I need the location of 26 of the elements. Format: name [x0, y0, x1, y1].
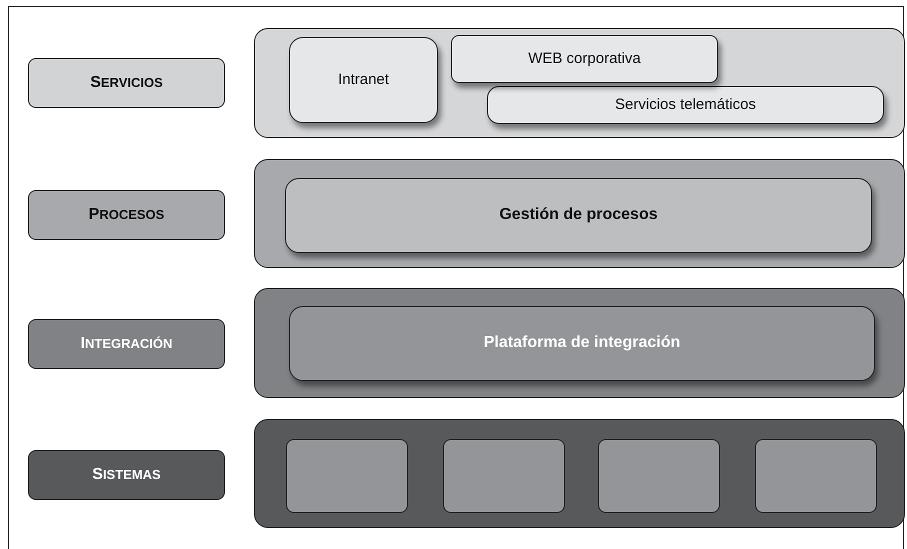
layer-component-box: [289, 37, 438, 123]
layer-label: [28, 190, 225, 240]
layer-label: [28, 450, 225, 500]
layer-box: [755, 439, 877, 513]
layer-label: [28, 58, 225, 108]
layer-panel: [254, 28, 905, 138]
label-text: Gestión de procesos: [499, 206, 658, 224]
label-text: PROCESOS: [88, 206, 164, 222]
label-text: SERVICIOS: [90, 74, 163, 90]
layer-component-box: [451, 35, 718, 83]
layer-component-box: [285, 178, 872, 253]
label-text: INTEGRACIÓN: [80, 336, 172, 351]
layer-component-box: [289, 306, 875, 381]
layer-box: [443, 439, 565, 513]
layer-box: [598, 439, 720, 513]
label-text: Intranet: [338, 71, 389, 88]
layer-label: [28, 319, 225, 369]
layer-panel: [254, 159, 905, 268]
label-text: Plataforma de integración: [484, 334, 680, 352]
label-text: Servicios telemáticos: [615, 96, 756, 114]
layer-panel: [254, 419, 905, 528]
layer-component-box: [487, 86, 884, 124]
layer-panel: [254, 288, 905, 398]
label-text: WEB corporativa: [528, 50, 641, 68]
label-text: SISTEMAS: [92, 466, 161, 482]
layer-box: [286, 439, 408, 513]
